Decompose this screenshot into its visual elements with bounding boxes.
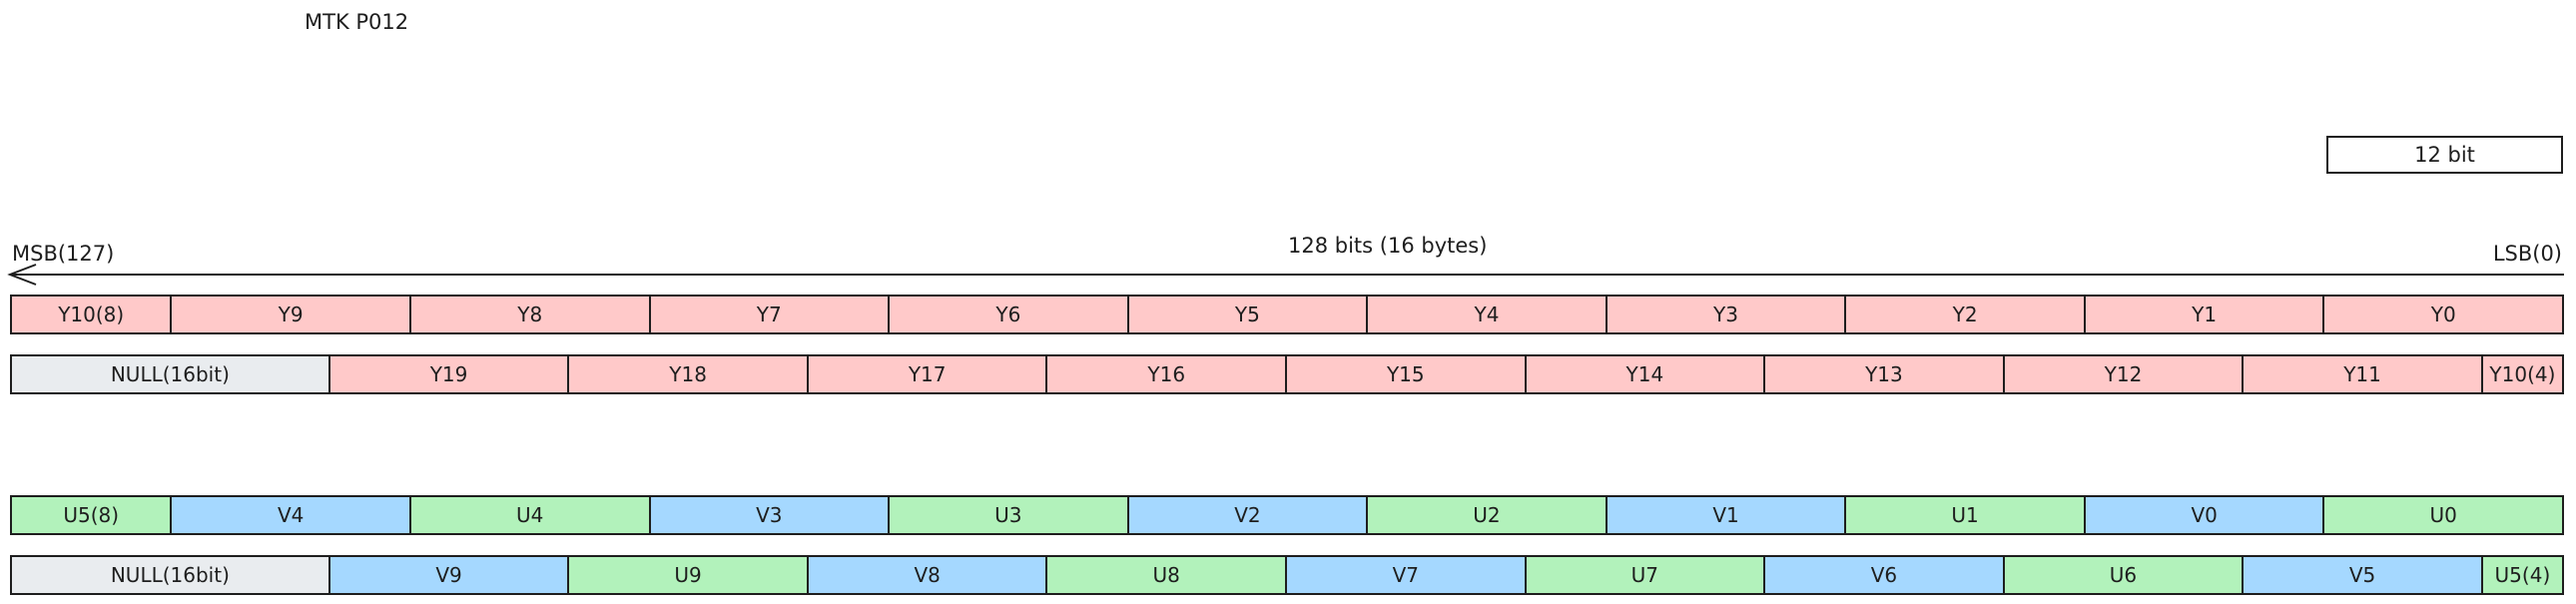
legend-label: 12 bit (2414, 143, 2475, 167)
field-u-cell: U1 (1846, 497, 2086, 533)
field-v-cell: V2 (1128, 497, 1369, 533)
field-u-cell: U6 (2004, 557, 2245, 593)
field-u-cell: U2 (1368, 497, 1608, 533)
field-u-cell: U5(8) (12, 497, 173, 533)
field-y-cell: Y12 (2004, 356, 2245, 392)
lsb-label: LSB(0) (2492, 242, 2562, 266)
field-y-cell: Y3 (1607, 297, 1847, 332)
field-u-cell: U8 (1047, 557, 1287, 593)
field-u-cell: U0 (2324, 497, 2562, 533)
field-v-cell: V5 (2244, 557, 2483, 593)
field-u-cell: U3 (890, 497, 1129, 533)
field-y-cell: Y9 (172, 297, 411, 332)
field-v-cell: V7 (1287, 557, 1527, 593)
field-y-cell: Y17 (808, 356, 1048, 392)
field-y-cell: Y19 (329, 356, 570, 392)
field-v-cell: V4 (172, 497, 411, 533)
field-y-cell: Y8 (410, 297, 651, 332)
field-u-cell: U9 (569, 557, 809, 593)
field-v-cell: V6 (1765, 557, 2005, 593)
field-y-cell: Y4 (1368, 297, 1608, 332)
field-y-cell: Y0 (2324, 297, 2562, 332)
field-v-cell: V1 (1607, 497, 1847, 533)
field-u-cell: U4 (410, 497, 651, 533)
field-y-cell: Y1 (2085, 297, 2325, 332)
field-y-cell: Y7 (650, 297, 891, 332)
field-y-cell: Y2 (1846, 297, 2086, 332)
field-u-cell: U5(4) (2482, 557, 2562, 593)
field-y-cell: Y13 (1765, 356, 2005, 392)
field-y-cell: Y14 (1526, 356, 1766, 392)
field-y-cell: Y10(8) (12, 297, 173, 332)
field-u-cell: U7 (1526, 557, 1766, 593)
field-v-cell: V8 (808, 557, 1048, 593)
field-null-cell: NULL(16bit) (12, 557, 330, 593)
field-v-cell: V0 (2085, 497, 2325, 533)
legend-12bit-box: 12 bit (2326, 136, 2563, 174)
msb-label: MSB(127) (12, 242, 115, 266)
field-y-cell: Y6 (890, 297, 1129, 332)
field-v-cell: V3 (650, 497, 891, 533)
diagram-title: MTK P012 (305, 10, 409, 34)
field-y-cell: Y15 (1287, 356, 1527, 392)
field-y-cell: Y11 (2244, 356, 2483, 392)
field-y-cell: Y10(4) (2482, 356, 2562, 392)
field-y-cell: Y18 (569, 356, 809, 392)
field-y-cell: Y5 (1128, 297, 1369, 332)
field-v-cell: V9 (329, 557, 570, 593)
bit-width-label: 128 bits (16 bytes) (1288, 234, 1488, 258)
field-null-cell: NULL(16bit) (12, 356, 330, 392)
field-y-cell: Y16 (1047, 356, 1287, 392)
